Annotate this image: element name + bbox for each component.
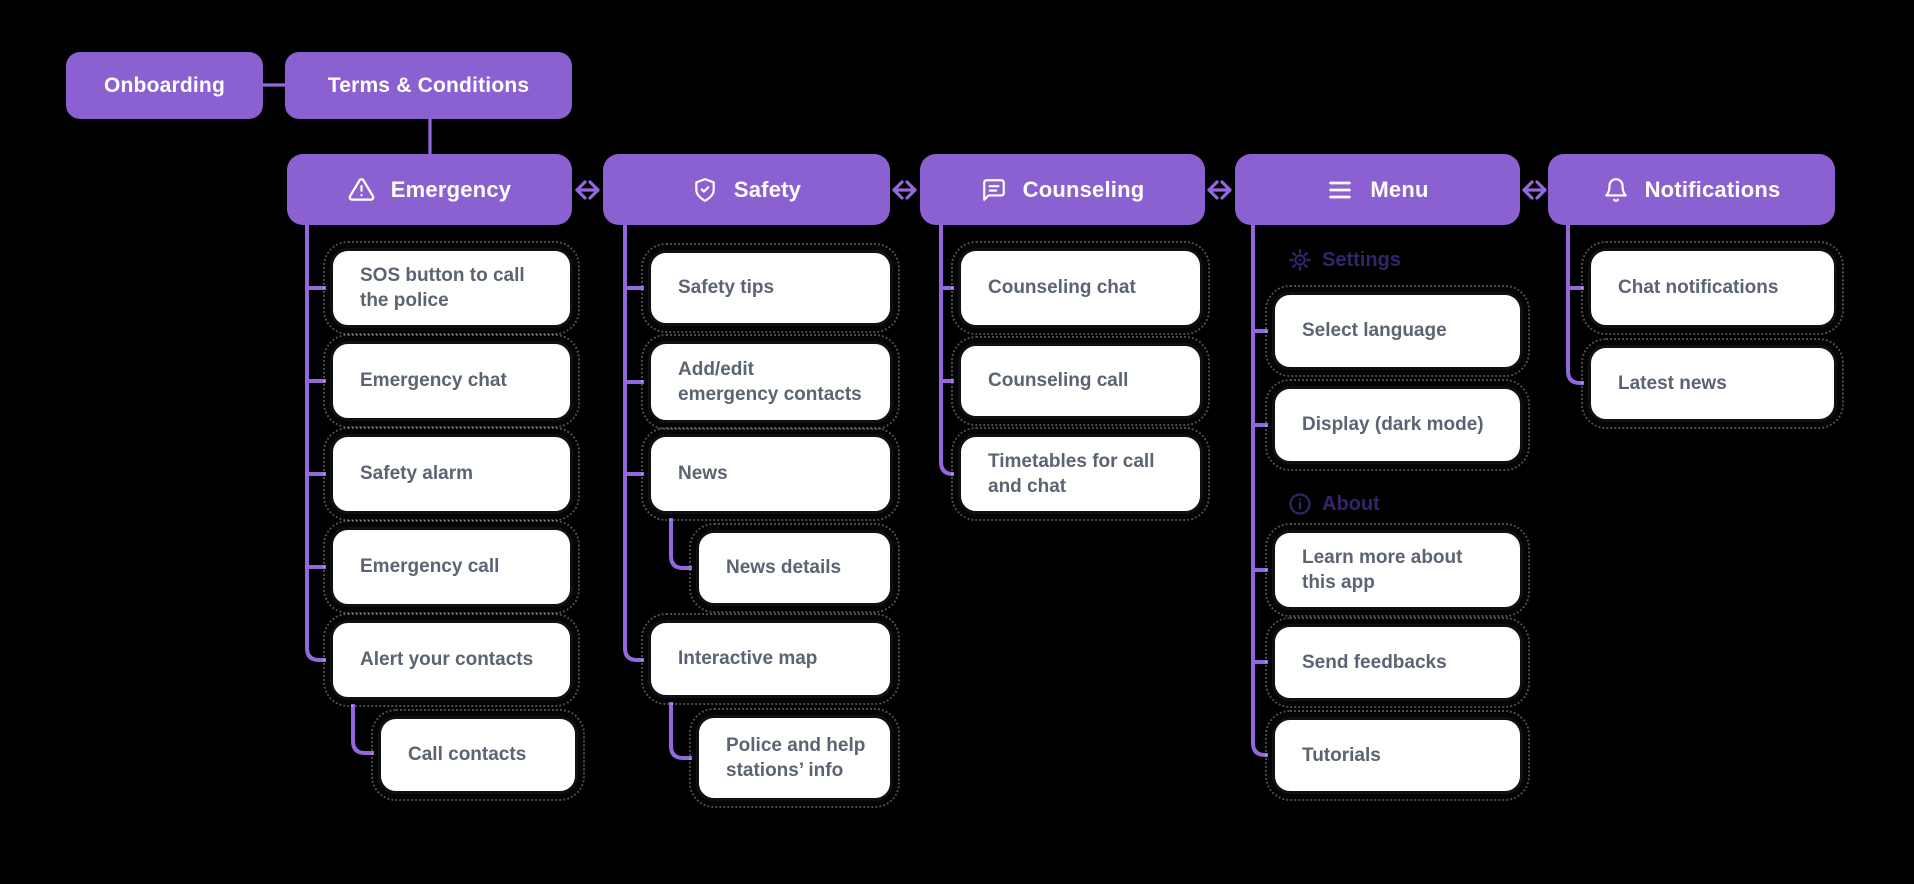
card-label: Latest news [1618, 372, 1727, 394]
node-label: Emergency [390, 176, 512, 202]
card-alert-your-contacts[interactable]: Alert your contacts [323, 613, 580, 707]
card-label: Learn more about this app [1302, 546, 1463, 593]
card-label: Police and help stations’ info [726, 734, 866, 781]
node-counseling[interactable]: Counseling [920, 154, 1205, 225]
card-safety-tips[interactable]: Safety tips [641, 243, 900, 333]
node-notifications[interactable]: Notifications [1548, 154, 1835, 225]
card-tutorials[interactable]: Tutorials [1265, 710, 1530, 801]
connector-menu-trunk [1251, 223, 1274, 757]
node-onboarding[interactable]: Onboarding [66, 52, 263, 119]
double-arrow-icon-emergency-safety [575, 180, 600, 200]
card-learn-more-about-app[interactable]: Learn more about this app [1265, 523, 1530, 617]
card-counseling-call[interactable]: Counseling call [951, 336, 1210, 426]
chat-bubble-icon [982, 178, 1005, 201]
card-label: Emergency call [360, 556, 500, 578]
hamburger-menu-icon [1329, 181, 1352, 198]
node-terms-conditions[interactable]: Terms & Conditions [285, 52, 572, 119]
card-label: Interactive map [678, 648, 818, 670]
connector-map-police [669, 696, 698, 760]
card-label: Timetables for call and chat [988, 450, 1155, 497]
card-latest-news[interactable]: Latest news [1581, 338, 1844, 429]
card-interactive-map[interactable]: Interactive map [641, 613, 900, 705]
warning-triangle-icon [348, 178, 375, 201]
connector-emergency-trunk [305, 223, 332, 662]
card-label: Add/edit emergency contacts [678, 358, 862, 405]
card-add-edit-emergency-contacts[interactable]: Add/edit emergency contacts [641, 334, 900, 430]
section-label-settings: Settings [1288, 248, 1401, 272]
section-label-about: About [1288, 492, 1380, 516]
card-emergency-chat[interactable]: Emergency chat [323, 334, 580, 428]
node-safety[interactable]: Safety [603, 154, 890, 225]
card-label: Chat notifications [1618, 277, 1779, 299]
card-label: Select language [1302, 320, 1447, 342]
card-emergency-call[interactable]: Emergency call [323, 520, 580, 614]
card-label: Counseling chat [988, 277, 1136, 299]
card-police-help-stations-info[interactable]: Police and help stations’ info [689, 708, 900, 808]
card-label: News [678, 463, 728, 485]
card-label: Safety tips [678, 277, 775, 299]
node-label: Notifications [1644, 176, 1781, 202]
card-news-details[interactable]: News details [689, 523, 900, 613]
card-send-feedbacks[interactable]: Send feedbacks [1265, 617, 1530, 708]
card-label: Send feedbacks [1302, 651, 1447, 673]
card-safety-alarm[interactable]: Safety alarm [323, 427, 580, 521]
connector-notifications-trunk [1566, 223, 1590, 385]
card-chat-notifications[interactable]: Chat notifications [1581, 241, 1844, 335]
double-arrow-icon-counseling-menu [1207, 180, 1232, 200]
card-display-dark-mode[interactable]: Display (dark mode) [1265, 379, 1530, 471]
card-select-language[interactable]: Select language [1265, 285, 1530, 377]
card-call-contacts[interactable]: Call contacts [371, 709, 585, 801]
node-label: Menu [1370, 176, 1429, 202]
section-label-text: Settings [1322, 248, 1401, 271]
card-label: News details [726, 557, 842, 579]
card-news[interactable]: News [641, 427, 900, 521]
card-counseling-chat[interactable]: Counseling chat [951, 241, 1210, 335]
double-arrow-icon-menu-notifications [1522, 180, 1547, 200]
card-label: Counseling call [988, 370, 1129, 392]
node-emergency[interactable]: Emergency [287, 154, 572, 225]
node-menu[interactable]: Menu [1235, 154, 1520, 225]
connector-alert-call-contacts [351, 698, 380, 755]
gear-icon [1289, 249, 1311, 271]
card-label: Safety alarm [360, 463, 474, 485]
connector-counseling-trunk [939, 223, 960, 476]
card-timetables[interactable]: Timetables for call and chat [951, 427, 1210, 521]
card-label: Call contacts [408, 744, 527, 766]
double-arrow-icon-safety-counseling [892, 180, 917, 200]
card-label: Display (dark mode) [1302, 414, 1484, 436]
card-label: SOS button to call the police [360, 264, 525, 311]
card-sos-button[interactable]: SOS button to call the police [323, 241, 580, 335]
node-label: Terms & Conditions [327, 73, 530, 97]
card-label: Emergency chat [360, 370, 507, 392]
connector-safety-trunk [623, 223, 650, 662]
bell-icon [1604, 177, 1627, 202]
shield-check-icon [695, 177, 715, 202]
node-label: Safety [733, 176, 802, 202]
card-label: Tutorials [1302, 744, 1381, 766]
card-label: Alert your contacts [360, 649, 534, 671]
connector-news-details [669, 512, 698, 570]
node-label: Onboarding [104, 73, 225, 97]
section-label-text: About [1322, 492, 1380, 515]
node-label: Counseling [1022, 176, 1145, 202]
info-circle-icon [1289, 493, 1311, 515]
